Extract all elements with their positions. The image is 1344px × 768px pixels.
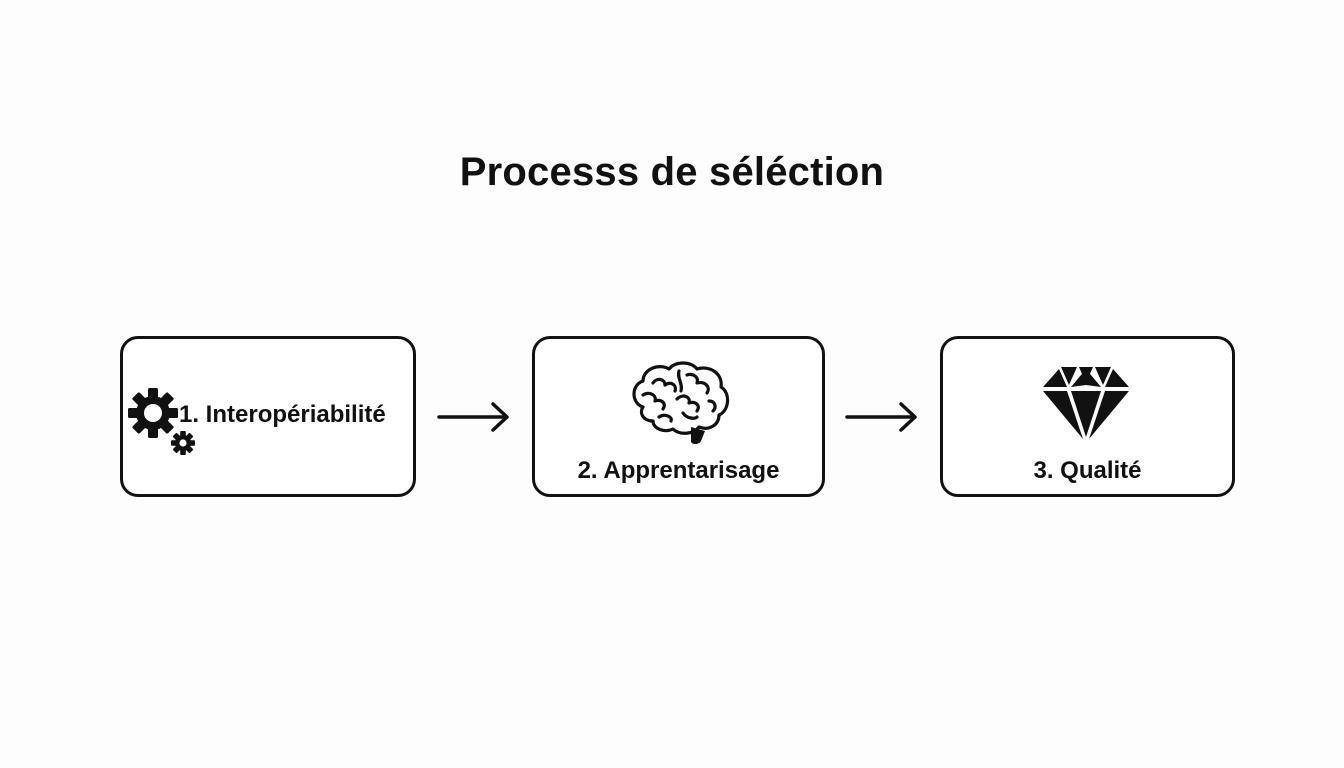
step-label-learning: 2. Apprentarisage [577, 457, 780, 484]
diamond-icon [1041, 363, 1131, 448]
step-box-learning: 2. Apprentarisage [532, 336, 825, 497]
step-label-quality: 3. Qualité [1033, 457, 1142, 484]
step-label-interoperability: 1. Interopériabilité [179, 401, 386, 428]
gears-icon [127, 387, 195, 464]
step-box-quality: 3. Qualité [940, 336, 1235, 497]
step-box-interoperability: 1. Interopériabilité [120, 336, 416, 497]
arrow-right-icon [436, 400, 512, 439]
arrow-right-icon [844, 400, 920, 439]
diagram-title: Processs de séléction [459, 150, 885, 194]
brain-icon [629, 361, 733, 452]
